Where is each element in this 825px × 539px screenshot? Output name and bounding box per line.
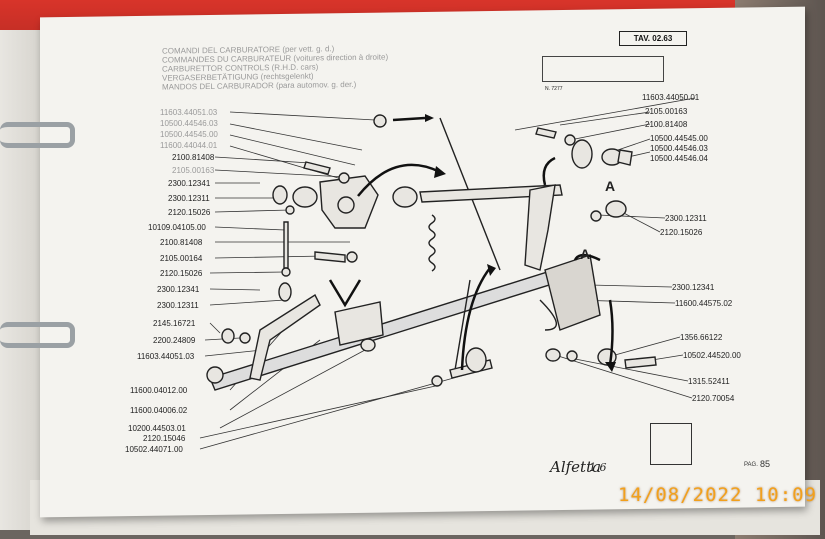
motion-arrows <box>328 116 614 371</box>
binder-ring-top <box>0 122 75 148</box>
part-label-left-8: 2300.12311 <box>168 194 210 203</box>
arrow-heads <box>425 114 616 372</box>
page-number: 85 <box>760 459 771 469</box>
part-label-right-2: 2105.00163 <box>645 107 688 116</box>
part-label-left-13: 2120.15026 <box>160 269 203 278</box>
part-label-right-9: 2300.12341 <box>672 283 715 292</box>
part-label-right-4: 10500.44545.00 <box>650 134 708 143</box>
leader-lines <box>199 97 696 450</box>
binder-ring-bottom <box>0 322 75 348</box>
parts-shapes <box>206 114 657 391</box>
part-label-left-5: 2100.81408 <box>172 153 215 162</box>
part-label-left-2: 10500.44546.03 <box>160 119 218 128</box>
model-code: N. 7277 <box>545 86 563 92</box>
part-label-right-7: 2300.12311 <box>665 214 707 223</box>
model-signature-number: 1.6 <box>589 461 607 474</box>
detail-mark-a-lower: A <box>580 246 591 262</box>
part-label-right-3: 2100.81408 <box>645 120 688 129</box>
camera-date-stamp: 14/08/2022 10:09 <box>618 484 818 506</box>
part-label-right-8: 2120.15026 <box>660 228 703 237</box>
part-label-left-6: 2105.00163 <box>172 166 215 175</box>
part-label-left-19: 11600.04012.00 <box>130 386 188 395</box>
part-label-right-6: 10500.44546.04 <box>650 154 708 163</box>
part-label-left-11: 2100.81408 <box>160 238 203 247</box>
part-label-left-14: 2300.12341 <box>157 285 200 294</box>
part-label-right-1: 11603.44050.01 <box>642 93 700 102</box>
part-label-left-4: 11600.44044.01 <box>160 141 218 150</box>
part-label-right-12: 10502.44520.00 <box>683 351 741 360</box>
part-label-left-12: 2105.00164 <box>160 254 203 263</box>
part-label-left-17: 2200.24809 <box>153 336 196 345</box>
detail-mark-a-upper: A <box>605 178 616 194</box>
alfa-romeo-logo <box>650 423 692 465</box>
part-label-left-21: 10200.44503.01 <box>128 424 186 433</box>
part-label-left-7: 2300.12341 <box>168 179 211 188</box>
part-label-right-5: 10500.44546.03 <box>650 144 708 153</box>
table-code-box: TAV. 02.63 <box>619 31 687 46</box>
part-label-left-9: 2120.15026 <box>168 208 211 217</box>
part-label-right-14: 2120.70054 <box>692 394 735 403</box>
part-label-left-23: 10502.44071.00 <box>125 445 183 454</box>
part-label-left-20: 11600.04006.02 <box>130 406 188 415</box>
page-prefix: PAG. <box>744 462 758 468</box>
model-applicability-table <box>542 56 664 82</box>
part-label-right-10: 11600.44575.02 <box>675 299 733 308</box>
part-label-left-16: 2145.16721 <box>153 319 196 328</box>
part-label-right-13: 1315.52411 <box>688 377 730 386</box>
part-label-left-15: 2300.12311 <box>157 301 199 310</box>
part-label-right-11: 1356.66122 <box>680 333 723 342</box>
part-label-left-3: 10500.44545.00 <box>160 130 218 139</box>
part-label-left-22: 2120.15046 <box>143 434 186 443</box>
part-label-left-10: 10109.04105.00 <box>148 223 206 232</box>
part-label-left-18: 11603.44051.03 <box>137 352 195 361</box>
part-label-left-1: 11603.44051.03 <box>160 108 218 117</box>
model-signature: Alfetta <box>550 458 602 476</box>
